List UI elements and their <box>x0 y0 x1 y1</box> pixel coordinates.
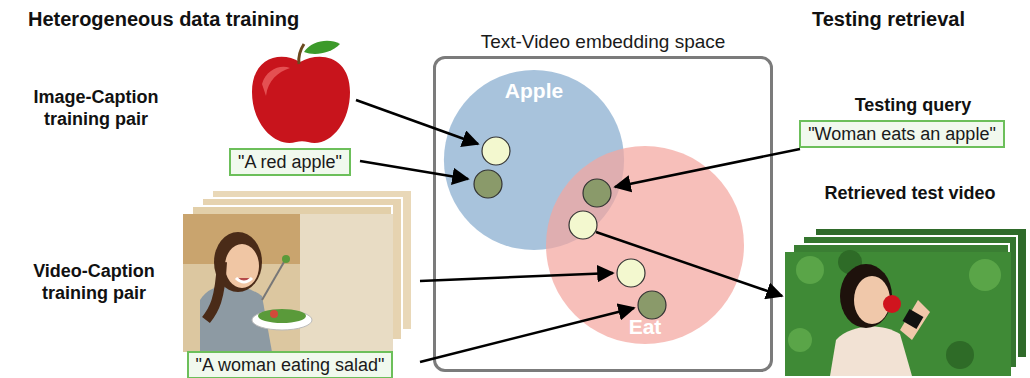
pair-label: Image-Caption training pair <box>6 86 186 130</box>
query-label: Testing query <box>818 94 1008 116</box>
caption-box: "Woman eats an apple" <box>799 120 1005 148</box>
section-heading: Testing retrieval <box>812 8 1022 30</box>
concept-circle: Eat <box>545 145 745 345</box>
embedding-dots <box>474 137 666 319</box>
section-heading: Heterogeneous data training <box>28 8 408 30</box>
pair-label: Video-Caption training pair <box>6 260 182 304</box>
concept-label: Eat <box>629 315 662 339</box>
pointer-arrows <box>356 100 800 362</box>
apple-image <box>252 41 350 143</box>
caption-text: "A woman eating salad" <box>196 354 385 376</box>
video-frames <box>183 190 412 352</box>
caption-box: "A woman eating salad" <box>187 351 394 378</box>
caption-text: "A red apple" <box>238 151 342 173</box>
retrieved-video-frames <box>785 228 1027 376</box>
result-label: Retrieved test video <box>815 182 1005 204</box>
caption-text: "Woman eats an apple" <box>808 123 996 145</box>
caption-box: "A red apple" <box>229 148 351 176</box>
concept-label: Apple <box>505 79 563 103</box>
space-heading: Text-Video embedding space <box>433 30 773 54</box>
